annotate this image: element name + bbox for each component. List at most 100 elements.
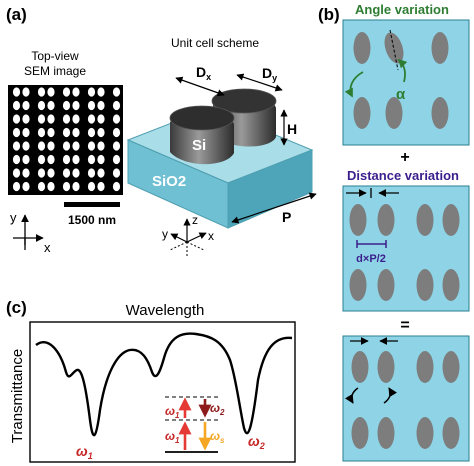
tile-ellipse (416, 269, 434, 301)
sem-pillar (87, 127, 96, 138)
sem-pillar (72, 181, 80, 192)
sem-pillar (97, 114, 105, 124)
sem-pillar (47, 100, 55, 111)
sem-pillar (37, 141, 46, 151)
tile-ellipse (351, 417, 369, 449)
sem-pillar (62, 154, 71, 165)
sem-pillar (12, 87, 21, 97)
sem-pillar (87, 100, 96, 111)
sem-pillar (37, 127, 46, 138)
sem-pillar (37, 87, 46, 97)
tile-ellipse (442, 417, 460, 449)
transmittance-curve (35, 332, 293, 437)
angle-variation-title: Angle variation (355, 2, 449, 17)
sem-pillar (112, 141, 121, 151)
dim-h-label: H (287, 121, 297, 137)
sem-pillar (12, 181, 21, 192)
sem-pillar (97, 141, 105, 151)
sem-pillar (72, 114, 80, 124)
sem-pillar (97, 181, 105, 192)
sem-pillar (12, 141, 21, 151)
sem-pillar (112, 87, 121, 97)
sem-pillar (62, 100, 71, 111)
sem-image (8, 85, 123, 195)
sem-pillar (12, 114, 21, 124)
distance-variation-title: Distance variation (347, 168, 459, 183)
sem-pillar (47, 114, 55, 124)
sem-pillar (72, 168, 80, 178)
axis-y-label: y (10, 210, 17, 225)
sem-pillar (87, 114, 96, 124)
sem-pillar (112, 154, 121, 165)
sem-pillar (12, 100, 21, 111)
dim-dx-line (175, 76, 225, 97)
sem-pillar (47, 168, 55, 178)
tile-ellipse (349, 269, 367, 301)
panel-c-label: (c) (6, 298, 27, 317)
sem-pillar (62, 114, 71, 124)
x-axis-title: Wavelength (126, 302, 205, 319)
sem-pillar (62, 141, 71, 151)
inset-omega1-lower: ω1 (165, 429, 180, 445)
sem-pillar (22, 87, 30, 97)
tile-ellipse (377, 269, 395, 301)
y-axis-title: Transmittance (9, 349, 26, 443)
tile-ellipse (377, 351, 395, 383)
sem-pillar (62, 168, 71, 178)
sem-pillar (22, 114, 30, 124)
sem-pillar (22, 168, 30, 178)
sem-pillar (47, 127, 55, 138)
scale-bar (64, 202, 120, 207)
tile-ellipse (353, 32, 371, 64)
sem-pillar (112, 100, 121, 111)
plus-sign: + (400, 149, 409, 166)
combined-arrows (344, 337, 398, 404)
tile-ellipse (431, 32, 449, 64)
inset-omega1-upper: ω1 (165, 404, 180, 420)
sem-pillar (87, 87, 96, 97)
sem-title-line1: Top-view (31, 49, 79, 63)
dim-p-line (231, 192, 317, 224)
unit-cell-scheme (126, 88, 314, 229)
sem-pillar (97, 100, 105, 111)
axis3d-z-label: z (192, 213, 198, 227)
sem-pillar (72, 127, 80, 138)
shift-label: d×P/2 (356, 253, 386, 265)
sem-pillar (37, 100, 46, 111)
alpha-label: α (396, 86, 406, 103)
material-si-label: Si (192, 137, 206, 154)
sem-pillar (97, 87, 105, 97)
sem-pillar (62, 87, 71, 97)
sem-pillar (72, 154, 80, 165)
omega1-marker: ω1 (76, 443, 93, 461)
scale-bar-label: 1500 nm (68, 213, 116, 227)
sem-pillar (47, 87, 55, 97)
sem-pillar (47, 154, 55, 165)
sem-pillar (37, 114, 46, 124)
sem-pillar (62, 127, 71, 138)
sem-pillar (22, 181, 30, 192)
omega2-marker: ω2 (248, 433, 265, 451)
sem-pillar (112, 127, 121, 138)
si-pillar-front (169, 105, 235, 165)
sem-pillar (97, 168, 105, 178)
energy-level-inset (165, 396, 218, 453)
tile-ellipse (431, 97, 449, 129)
sem-pillar (112, 181, 121, 192)
panel-a-label: (a) (6, 5, 27, 24)
sem-pillar (37, 168, 46, 178)
tile-ellipse (377, 417, 395, 449)
sem-pillar (62, 181, 71, 192)
sem-pillar (37, 154, 46, 165)
tile-ellipse (353, 97, 371, 129)
dim-dx-label: Dx (196, 64, 211, 82)
plot-frame (29, 321, 296, 463)
unit-cell-title: Unit cell scheme (171, 36, 259, 50)
tile-ellipse (416, 351, 434, 383)
tile-ellipse (416, 417, 434, 449)
shift-bracket (356, 240, 387, 248)
angle-reference-line (389, 29, 399, 71)
sem-pillar (47, 141, 55, 151)
dim-dy-line (236, 73, 283, 92)
